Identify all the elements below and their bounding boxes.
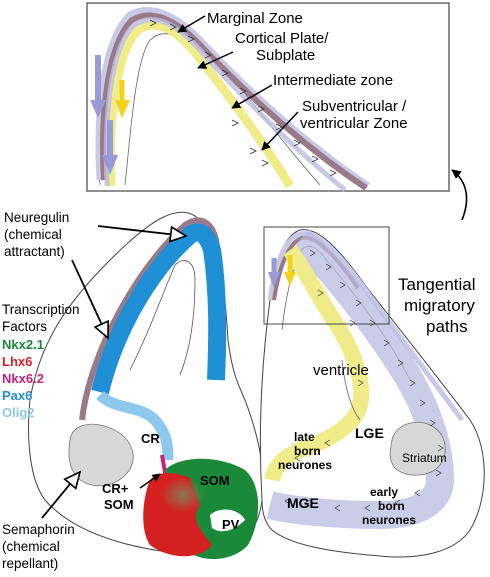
right-subventricular-stream xyxy=(266,229,455,530)
label-subventricular-1: Subventricular / xyxy=(302,98,407,115)
label-early-2: born xyxy=(378,499,405,513)
left-striatum xyxy=(68,423,134,486)
label-cr-som-1: CR+ xyxy=(102,481,129,496)
inset-cortical-band xyxy=(100,12,368,191)
left-olig2-stream xyxy=(96,390,174,461)
arrow-neuregulin-1 xyxy=(97,225,186,236)
label-ventricle: ventricle xyxy=(313,362,369,379)
left-notch xyxy=(210,509,245,532)
right-purple-arrowhead xyxy=(268,272,280,288)
inset-arrowhead-purple-1 xyxy=(90,100,106,118)
label-cr-som-2: SOM xyxy=(104,497,134,512)
right-migrating-cells xyxy=(284,249,444,512)
inset-arrowhead-purple-2 xyxy=(102,155,118,175)
label-cortical-plate-1: Cortical Plate/ xyxy=(235,30,329,47)
leader-marginal xyxy=(177,15,206,33)
label-late-1: late xyxy=(294,430,315,444)
factor-pax6: Pax6 xyxy=(2,388,32,403)
label-intermediate-zone: Intermediate zone xyxy=(273,72,393,89)
factor-olig2: Olig2 xyxy=(2,405,35,420)
arrow-cr-som xyxy=(139,473,161,489)
label-semaphorin-2: (chemical xyxy=(2,539,60,554)
right-ventricle-outline xyxy=(341,359,361,421)
label-som: SOM xyxy=(200,473,230,488)
arrow-neuregulin-2 xyxy=(71,259,108,338)
factor-lhx6: Lhx6 xyxy=(2,354,32,369)
right-striatum xyxy=(389,421,446,476)
label-semaphorin-1: Semaphorin xyxy=(2,522,75,537)
label-tangential-2: migratory xyxy=(404,296,475,315)
label-cr: CR xyxy=(141,431,160,446)
label-cortical-plate-2: Subplate xyxy=(256,47,315,64)
factor-nkx62: Nkx6.2 xyxy=(2,371,44,386)
inset-panel: Marginal Zone Cortical Plate/ Subplate I… xyxy=(86,2,450,192)
label-transcription-1: Transcription xyxy=(2,302,80,317)
label-neuregulin-2: (chemical xyxy=(4,227,62,242)
right-intermediate-stream xyxy=(264,245,370,483)
label-late-2: born xyxy=(294,444,321,458)
label-neuregulin-3: attractant) xyxy=(4,244,65,259)
label-tangential-1: Tangential xyxy=(398,275,476,294)
leader-cortical xyxy=(197,51,234,69)
label-mge: MGE xyxy=(287,495,319,511)
inset-intermediate-band xyxy=(105,20,294,189)
label-early-3: neurones xyxy=(362,513,416,527)
label-lge: LGE xyxy=(355,425,384,441)
leader-intermediate xyxy=(231,84,273,109)
right-yellow-arrowhead xyxy=(284,272,296,286)
right-zoom-box xyxy=(263,226,390,325)
left-pax6-band xyxy=(91,223,227,395)
label-late-3: neurones xyxy=(278,458,332,472)
arrow-semaphorin xyxy=(41,472,80,519)
label-semaphorin-3: repellant) xyxy=(2,556,58,571)
left-hemisphere xyxy=(28,211,264,560)
label-subventricular-2: ventricular Zone xyxy=(300,115,408,132)
label-early-1: early xyxy=(370,485,398,499)
label-marginal-zone: Marginal Zone xyxy=(207,10,303,27)
right-hemisphere xyxy=(259,226,485,558)
left-ventricle-outline xyxy=(129,260,196,376)
right-marginal-band xyxy=(267,231,465,422)
left-mixed-region xyxy=(161,477,205,513)
label-pv: PV xyxy=(222,517,240,532)
leader-subventricular xyxy=(261,111,299,151)
label-transcription-2: Factors xyxy=(2,319,47,334)
zoom-arrow xyxy=(451,169,468,221)
inset-arrowhead-yellow xyxy=(115,100,130,118)
label-striatum: Striatum xyxy=(402,451,447,465)
label-neuregulin-1: Neuregulin xyxy=(4,210,69,225)
factor-nkx21: Nkx2.1 xyxy=(2,337,44,352)
label-tangential-3: paths xyxy=(426,317,468,336)
inset-migrating-cells xyxy=(149,19,337,177)
factor-legend: Nkx2.1 Lhx6 Nkx6.2 Pax6 Olig2 xyxy=(2,337,44,420)
